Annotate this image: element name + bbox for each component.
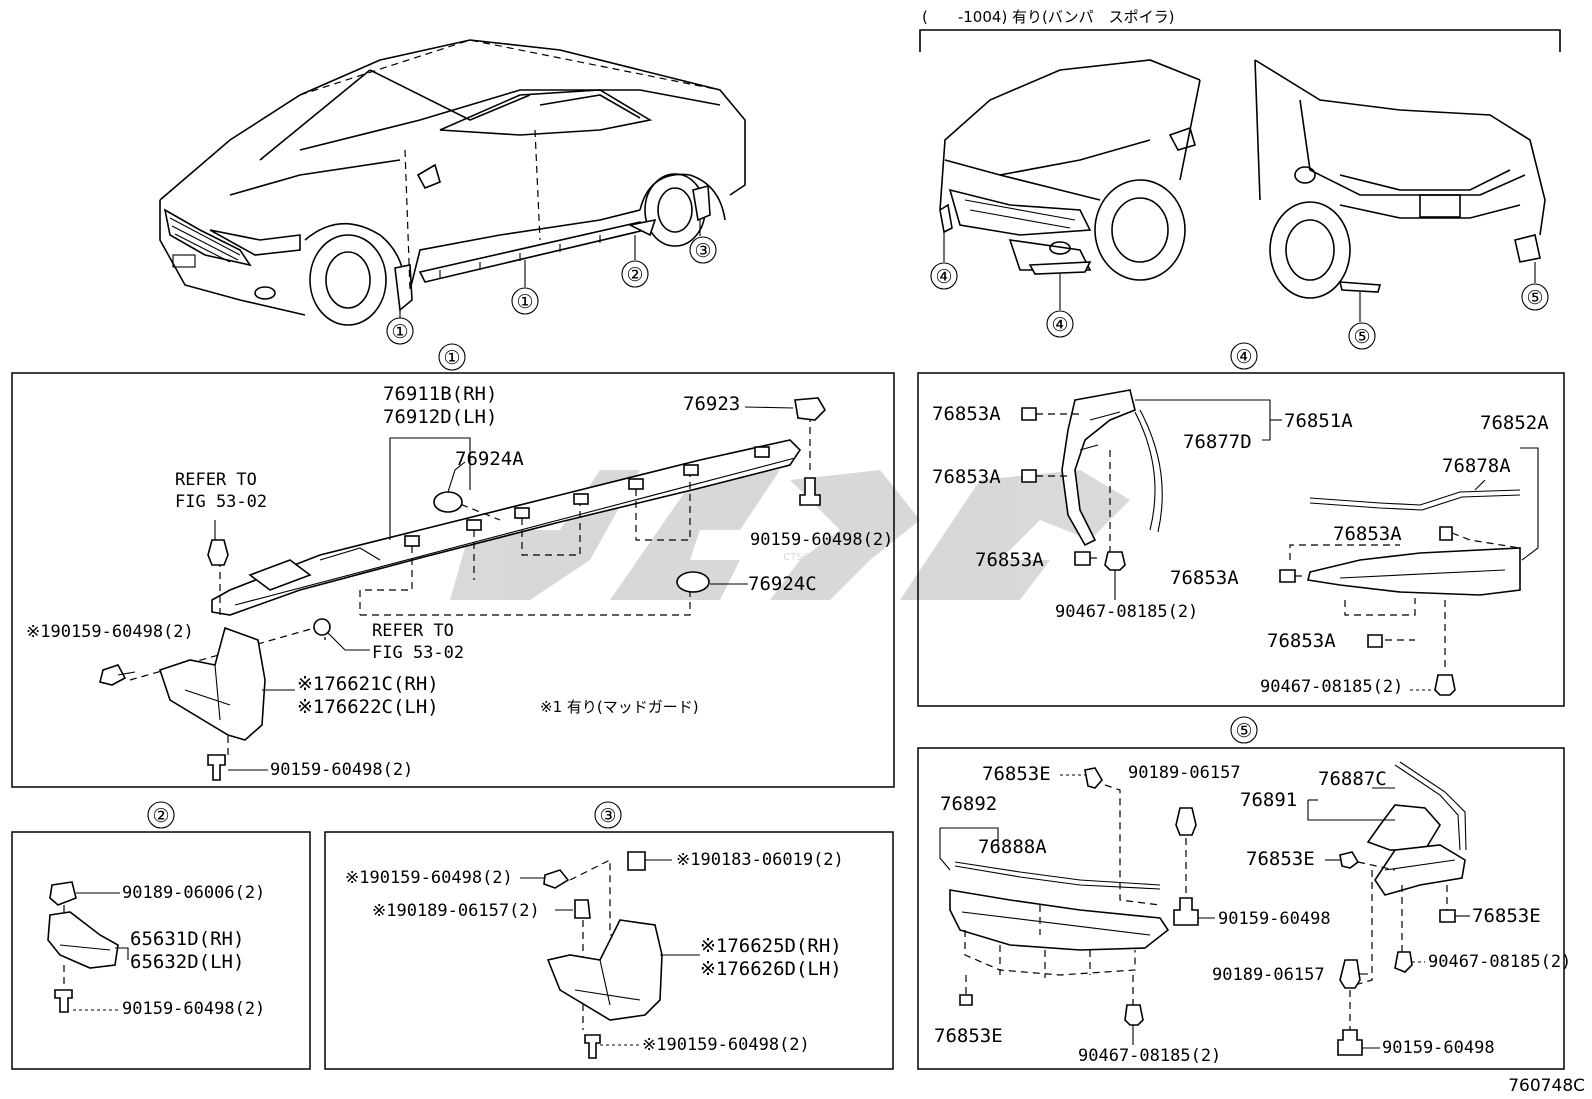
car-front-view: ④ ④ bbox=[930, 59, 1201, 338]
part-76853A-6: 76853A bbox=[1267, 630, 1336, 652]
panel-3: ③ ※190159-60498(2) ※190183-06019(2) ※190… bbox=[324, 801, 894, 1070]
variant-header: ( -1004) 有り(バンパ スポイラ) bbox=[922, 8, 1175, 26]
refer-to-2b: FIG 53-02 bbox=[372, 643, 464, 663]
part-76892: 76892 bbox=[940, 793, 997, 815]
watermark-text: CTSGS bbox=[783, 552, 817, 563]
car-rear-view: ⑤ ⑤ bbox=[1254, 59, 1549, 350]
part-76853A-2: 76853A bbox=[932, 466, 1001, 488]
part-90159-bottom: 90159-60498(2) bbox=[270, 760, 413, 780]
panel-1: ① bbox=[11, 343, 895, 788]
part-190159-panel3-top: ※190159-60498(2) bbox=[345, 868, 513, 888]
part-76853E-4: 76853E bbox=[934, 1025, 1003, 1047]
panel-5: ⑤ bbox=[917, 716, 1571, 1070]
part-90159-panel5-bottom: 90159-60498 bbox=[1382, 1038, 1495, 1058]
part-76853E-3: 76853E bbox=[1472, 905, 1541, 927]
part-76853E-1: 76853E bbox=[982, 763, 1051, 785]
part-90159-panel2: 90159-60498(2) bbox=[122, 999, 265, 1019]
panel-4-title: ④ bbox=[1235, 346, 1252, 368]
part-90189-06006: 90189-06006(2) bbox=[122, 883, 265, 903]
refer-to-2a: REFER TO bbox=[372, 621, 454, 641]
part-76887C: 76887C bbox=[1318, 768, 1387, 790]
panel-1-title: ① bbox=[443, 347, 460, 369]
part-176625D: ※176625D(RH) bbox=[700, 935, 842, 957]
part-176621C: ※176621C(RH) bbox=[297, 673, 439, 695]
part-76853A-3: 76853A bbox=[975, 549, 1044, 571]
part-76878A: 76878A bbox=[1442, 455, 1511, 477]
diagram-code: 760748C bbox=[1508, 1076, 1585, 1096]
callout-4a: ④ bbox=[935, 266, 952, 288]
panel-4: ④ 76853A bbox=[917, 342, 1565, 707]
part-90189-06157-top: 90189-06157 bbox=[1128, 763, 1241, 783]
part-90189-06157-bottom: 90189-06157 bbox=[1212, 965, 1325, 985]
part-90467-panel4-right: 90467-08185(2) bbox=[1260, 677, 1403, 697]
callout-1b: ① bbox=[516, 291, 533, 313]
panel-1-note: ※1 有り(マッドガード) bbox=[540, 698, 699, 716]
part-90159-right: 90159-60498(2) bbox=[750, 530, 893, 550]
part-190183: ※190183-06019(2) bbox=[676, 850, 844, 870]
callout-1a: ① bbox=[391, 321, 408, 343]
part-176626D: ※176626D(LH) bbox=[700, 958, 842, 980]
panel-3-title: ③ bbox=[599, 805, 616, 827]
part-76891: 76891 bbox=[1240, 789, 1297, 811]
part-176622C: ※176622C(LH) bbox=[297, 696, 439, 718]
part-90159-panel5-mid: 90159-60498 bbox=[1218, 909, 1331, 929]
callout-5a: ⑤ bbox=[1353, 326, 1370, 348]
part-65632D: 65632D(LH) bbox=[130, 951, 244, 973]
part-90467-panel5-bottom: 90467-08185(2) bbox=[1078, 1046, 1221, 1066]
part-76923: 76923 bbox=[683, 393, 740, 415]
part-90467-panel4-left: 90467-08185(2) bbox=[1055, 602, 1198, 622]
part-76911B: 76911B(RH) bbox=[383, 383, 497, 405]
part-76853A-4: 76853A bbox=[1170, 567, 1239, 589]
panel-5-title: ⑤ bbox=[1235, 720, 1252, 742]
part-76853E-2: 76853E bbox=[1246, 848, 1315, 870]
part-65631D: 65631D(RH) bbox=[130, 928, 244, 950]
part-90467-panel5-right: 90467-08185(2) bbox=[1428, 952, 1571, 972]
panel-2-title: ② bbox=[152, 805, 169, 827]
callout-5b: ⑤ bbox=[1526, 287, 1543, 309]
part-76853A-5: 76853A bbox=[1333, 523, 1402, 545]
part-76888A: 76888A bbox=[978, 836, 1047, 858]
part-76852A: 76852A bbox=[1480, 412, 1549, 434]
panel-2: ② 90189-06006(2) 65631D(RH) 65632D(LH) 9… bbox=[11, 801, 311, 1070]
variant-header-group: ( -1004) 有り(バンパ スポイラ) bbox=[919, 8, 1561, 52]
part-190159-panel3-bottom: ※190159-60498(2) bbox=[642, 1035, 810, 1055]
part-76924C: 76924C bbox=[748, 573, 817, 595]
refer-to-1b: FIG 53-02 bbox=[175, 492, 267, 512]
part-190189: ※190189-06157(2) bbox=[372, 901, 540, 921]
callout-3: ③ bbox=[694, 240, 711, 262]
part-76877D: 76877D bbox=[1183, 431, 1252, 453]
car-overview-left: ① ① ② ③ bbox=[159, 39, 746, 345]
callout-2: ② bbox=[626, 264, 643, 286]
refer-to-1a: REFER TO bbox=[175, 470, 257, 490]
part-76912D: 76912D(LH) bbox=[383, 406, 497, 428]
callout-4b: ④ bbox=[1051, 314, 1068, 336]
part-76851A: 76851A bbox=[1284, 410, 1353, 432]
part-76924A: 76924A bbox=[455, 448, 524, 470]
part-76853A-1: 76853A bbox=[932, 403, 1001, 425]
part-190159: ※190159-60498(2) bbox=[26, 622, 194, 642]
